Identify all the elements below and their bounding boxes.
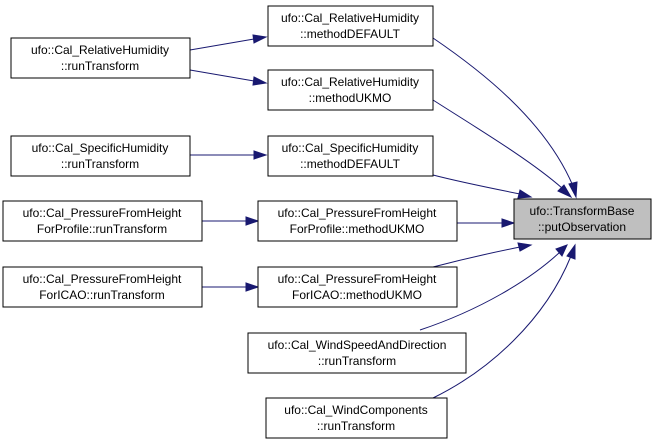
edge-pfi-run-to-pfi-ukmo xyxy=(202,282,260,292)
node-label-line2: ::runTransform xyxy=(61,59,139,73)
node-windspeedanddirection-runtransform[interactable]: ufo::Cal_WindSpeedAndDirection ::runTran… xyxy=(247,332,467,374)
node-label-line2: ::runTransform xyxy=(317,419,395,433)
node-label-line2: ForICAO::methodUKMO xyxy=(292,288,422,302)
node-label-line1: ufo::Cal_PressureFromHeight xyxy=(278,206,437,220)
node-relativehumidity-methodukmo[interactable]: ufo::Cal_RelativeHumidity ::methodUKMO xyxy=(267,69,434,111)
node-label-line1: ufo::Cal_RelativeHumidity xyxy=(31,43,169,57)
node-label-line2: ::runTransform xyxy=(318,354,396,368)
node-label-line1: ufo::Cal_PressureFromHeight xyxy=(23,272,182,286)
node-pressurefromheightforprofile-methodukmo[interactable]: ufo::Cal_PressureFromHeight ForProfile::… xyxy=(257,200,458,242)
edge-rh-run-to-rh-ukmo xyxy=(189,69,268,86)
edge-wsd-to-target xyxy=(419,244,568,331)
node-label-line2: ::methodUKMO xyxy=(309,91,392,105)
node-label-line1: ufo::TransformBase xyxy=(530,204,635,218)
node-label-line1: ufo::Cal_WindSpeedAndDirection xyxy=(268,338,447,352)
node-label-line2: ForProfile::methodUKMO xyxy=(290,222,425,236)
node-relativehumidity-runtransform[interactable]: ufo::Cal_RelativeHumidity ::runTransform xyxy=(10,37,191,79)
node-label-line1: ufo::Cal_WindComponents xyxy=(284,403,427,417)
node-label-line1: ufo::Cal_RelativeHumidity xyxy=(281,75,419,89)
node-pressurefromheightforprofile-runtransform[interactable]: ufo::Cal_PressureFromHeight ForProfile::… xyxy=(2,200,203,242)
node-label-line1: ufo::Cal_SpecificHumidity xyxy=(32,141,169,155)
node-label-line1: ufo::Cal_PressureFromHeight xyxy=(278,272,437,286)
node-pressurefromheightforicao-methodukmo[interactable]: ufo::Cal_PressureFromHeight ForICAO::met… xyxy=(257,266,458,308)
node-pressurefromheightforicao-runtransform[interactable]: ufo::Cal_PressureFromHeight ForICAO::run… xyxy=(2,266,203,308)
edge-pfp-run-to-pfp-ukmo xyxy=(202,216,260,226)
node-label-line1: ufo::Cal_SpecificHumidity xyxy=(282,141,419,155)
edge-sh-default-to-target xyxy=(432,174,533,199)
node-relativehumidity-methoddefault[interactable]: ufo::Cal_RelativeHumidity ::methodDEFAUL… xyxy=(267,5,434,47)
node-label-line2: ForProfile::runTransform xyxy=(37,222,167,236)
node-label-line2: ::runTransform xyxy=(61,157,139,171)
node-specifichumidity-runtransform[interactable]: ufo::Cal_SpecificHumidity ::runTransform xyxy=(10,135,191,177)
node-specifichumidity-methoddefault[interactable]: ufo::Cal_SpecificHumidity ::methodDEFAUL… xyxy=(267,135,434,177)
edge-rh-run-to-rh-default xyxy=(189,34,268,51)
edge-wc-to-target xyxy=(432,243,576,399)
node-windcomponents-runtransform[interactable]: ufo::Cal_WindComponents ::runTransform xyxy=(265,397,448,439)
node-label-line2: ::methodDEFAULT xyxy=(300,157,400,171)
node-label-line2: ::methodDEFAULT xyxy=(300,27,400,41)
edge-pfi-ukmo-to-target xyxy=(432,242,533,268)
edge-rh-ukmo-to-target xyxy=(432,99,573,199)
node-transformbase-putobservation[interactable]: ufo::TransformBase ::putObservation xyxy=(513,198,652,240)
node-label-line1: ufo::Cal_RelativeHumidity xyxy=(281,11,419,25)
node-label-line2: ::putObservation xyxy=(538,220,626,234)
edge-sh-run-to-sh-default xyxy=(190,150,268,160)
node-label-line2: ForICAO::runTransform xyxy=(39,288,165,302)
edge-pfp-ukmo-to-target xyxy=(457,218,516,228)
node-label-line1: ufo::Cal_PressureFromHeight xyxy=(23,206,182,220)
edge-rh-default-to-target xyxy=(432,37,578,199)
